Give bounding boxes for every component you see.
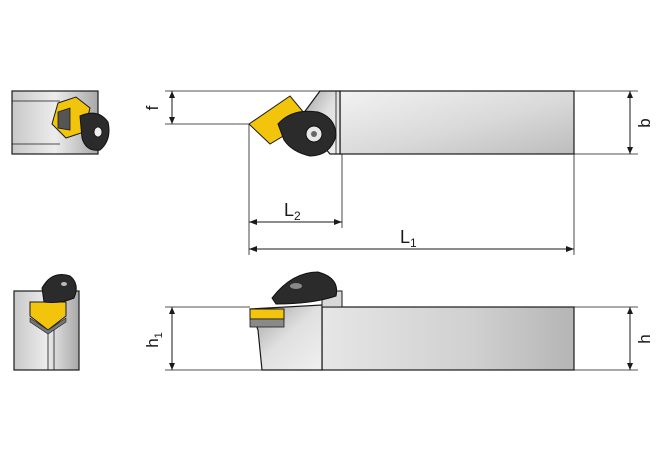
dim-label-f: f <box>143 105 162 110</box>
dim-label-b: b <box>635 118 654 127</box>
top-left-end-view <box>11 90 110 155</box>
side-view: h1 h <box>143 271 654 371</box>
dim-label-l1: L1 <box>400 227 417 250</box>
end-view-2-clamp <box>41 274 77 303</box>
side-view-insert <box>249 308 285 320</box>
side-view-shank <box>321 306 575 371</box>
top-view-shank <box>339 90 575 155</box>
dim-label-h1: h1 <box>143 332 165 348</box>
side-view-clamp <box>271 271 338 305</box>
dim-label-l2: L2 <box>284 200 301 223</box>
dim-label-h: h <box>635 334 654 343</box>
top-view: f b L2 L1 <box>143 90 654 255</box>
bottom-left-end-view <box>13 274 80 371</box>
